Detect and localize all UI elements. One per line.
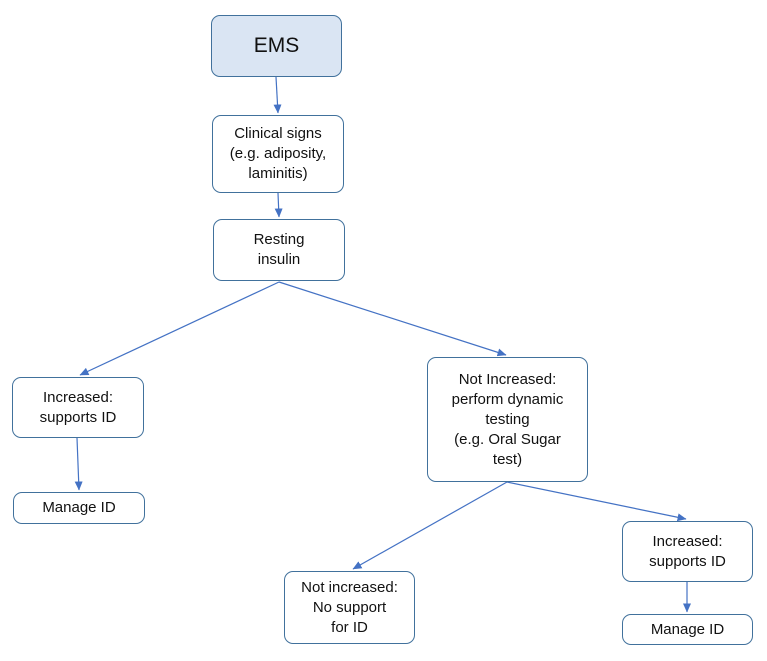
arrow-not-increased-to-increased-right	[506, 481, 687, 522]
node-not-increased-line-3: testing	[485, 410, 530, 428]
node-not-increased-dynamic-testing: Not Increased: perform dynamic testing (…	[427, 357, 588, 482]
node-clinical-line-1: Clinical signs	[234, 125, 322, 142]
node-increased-right-line-2: supports ID	[649, 552, 726, 570]
arrow-increased-left-to-manage-left	[74, 437, 83, 491]
node-no-support-line-1: Not increased:	[301, 578, 398, 596]
node-increased-supports-id-right: Increased: supports ID	[622, 521, 753, 582]
arrow-resting-to-not-increased	[278, 281, 507, 357]
node-clinical-line-2: (e.g. adiposity,	[229, 145, 327, 162]
node-manage-left-label: Manage ID	[42, 499, 116, 516]
node-increased-left-line-2: supports ID	[39, 408, 117, 426]
arrow-not-increased-to-not-increased-bottom	[352, 481, 508, 570]
node-clinical-line-3: laminitis)	[248, 165, 308, 182]
arrow-resting-to-increased-left	[79, 281, 280, 376]
node-resting-line-2: insulin	[257, 251, 301, 268]
node-resting-line-1: Resting	[253, 231, 305, 248]
node-resting-insulin: Resting insulin	[213, 219, 345, 281]
node-not-increased-line-4: (e.g. Oral Sugar	[454, 430, 561, 448]
node-manage-id-right: Manage ID	[622, 614, 753, 645]
node-not-increased-line-5: test)	[492, 450, 523, 468]
node-increased-left-line-1: Increased:	[42, 388, 114, 406]
node-increased-supports-id-left: Increased: supports ID	[12, 377, 144, 438]
node-not-increased-line-1: Not Increased:	[458, 370, 557, 388]
node-manage-id-left: Manage ID	[13, 492, 145, 524]
node-increased-right-line-1: Increased:	[652, 532, 723, 550]
node-manage-right-label: Manage ID	[650, 620, 725, 638]
node-no-support-line-3: for ID	[331, 618, 368, 636]
node-ems-label: EMS	[253, 34, 300, 57]
node-not-increased-line-2: perform dynamic	[451, 390, 564, 408]
node-no-support-line-2: No support	[312, 598, 387, 616]
node-ems: EMS	[211, 15, 342, 77]
arrow-ems-to-clinical	[273, 76, 282, 114]
arrow-clinical-to-resting	[274, 192, 283, 218]
node-not-increased-no-support: Not increased: No support for ID	[284, 571, 415, 644]
node-clinical-signs: Clinical signs (e.g. adiposity, laminiti…	[212, 115, 344, 193]
